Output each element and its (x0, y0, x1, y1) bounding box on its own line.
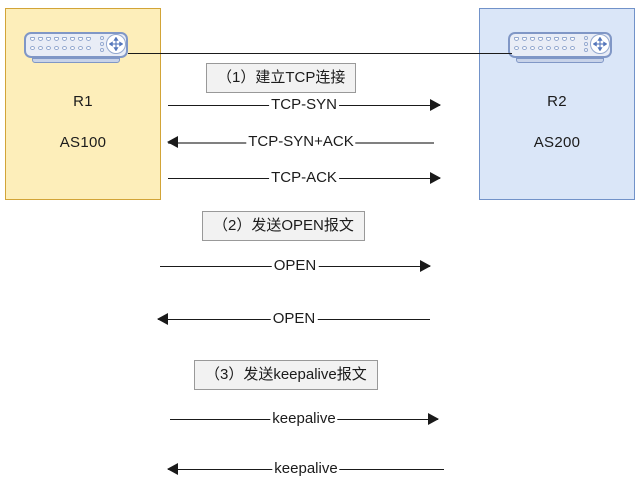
four-way-arrow-icon (106, 34, 126, 54)
router-led (514, 37, 519, 41)
router-led-row-bottom (514, 46, 582, 51)
router-led (70, 46, 75, 50)
message-arrow-open-outbound: OPEN (160, 255, 431, 277)
message-label: OPEN (270, 308, 318, 330)
message-arrow-keepalive-outbound: keepalive (170, 408, 439, 430)
arrowhead-right-icon (430, 172, 441, 184)
router-led (538, 37, 543, 41)
message-label: OPEN (271, 255, 319, 277)
router-led (538, 46, 543, 50)
router-led (530, 46, 535, 50)
arrowhead-left-icon (157, 313, 168, 325)
router-led (54, 46, 59, 50)
router-led (78, 46, 83, 50)
router-led (86, 46, 91, 50)
router-label-r1: R1 (73, 93, 93, 110)
step-label-2: （2）发送OPEN报文 (202, 211, 365, 241)
router-status-dots (100, 36, 105, 54)
arrowhead-left-icon (167, 136, 178, 148)
router-led (562, 46, 567, 50)
router-led (546, 37, 551, 41)
router-led-row-top (30, 37, 98, 42)
router-led (78, 37, 83, 41)
arrowhead-left-icon (167, 463, 178, 475)
router-led (70, 37, 75, 41)
router-led (522, 37, 527, 41)
router-led (86, 37, 91, 41)
router-icon (508, 32, 612, 66)
step-label-3: （3）发送keepalive报文 (194, 360, 378, 390)
router-led-row-bottom (30, 46, 98, 51)
router-led (46, 46, 51, 50)
router-led-array (30, 37, 98, 53)
router-base (516, 58, 604, 63)
router-led (570, 46, 575, 50)
message-arrow-open-inbound: OPEN (157, 308, 430, 330)
arrowhead-right-icon (430, 99, 441, 111)
router-led (546, 46, 551, 50)
message-label: TCP-SYN+ACK (246, 131, 356, 153)
as-number-left: AS100 (59, 134, 107, 151)
router-base (32, 58, 120, 63)
peer-link-line (128, 53, 512, 54)
router-led (62, 37, 67, 41)
router-status-dots (584, 36, 589, 54)
router-led (30, 46, 35, 50)
router-label-r2: R2 (547, 93, 567, 110)
router-led (38, 37, 43, 41)
router-led (30, 37, 35, 41)
router-led (562, 37, 567, 41)
four-way-arrow-icon (590, 34, 610, 54)
router-led (62, 46, 67, 50)
message-arrow-tcp-ack: TCP-ACK (168, 167, 441, 189)
router-led (38, 46, 43, 50)
message-arrow-keepalive-inbound: keepalive (167, 458, 444, 480)
message-label: keepalive (272, 458, 340, 480)
router-led (554, 37, 559, 41)
router-led (54, 37, 59, 41)
message-arrow-tcp-syn: TCP-SYN (168, 94, 441, 116)
message-label: keepalive (270, 408, 338, 430)
router-led (570, 37, 575, 41)
message-label: TCP-SYN (269, 94, 339, 116)
router-icon (24, 32, 128, 66)
router-led-array (514, 37, 582, 53)
arrowhead-right-icon (420, 260, 431, 272)
message-arrow-tcp-syn-ack: TCP-SYN+ACK (167, 131, 434, 153)
router-led (522, 46, 527, 50)
as-number-right: AS200 (533, 134, 581, 151)
router-led (514, 46, 519, 50)
step-label-1: （1）建立TCP连接 (206, 63, 357, 93)
arrowhead-right-icon (428, 413, 439, 425)
router-led (46, 37, 51, 41)
message-label: TCP-ACK (269, 167, 339, 189)
router-led-row-top (514, 37, 582, 42)
router-led (554, 46, 559, 50)
router-led (530, 37, 535, 41)
